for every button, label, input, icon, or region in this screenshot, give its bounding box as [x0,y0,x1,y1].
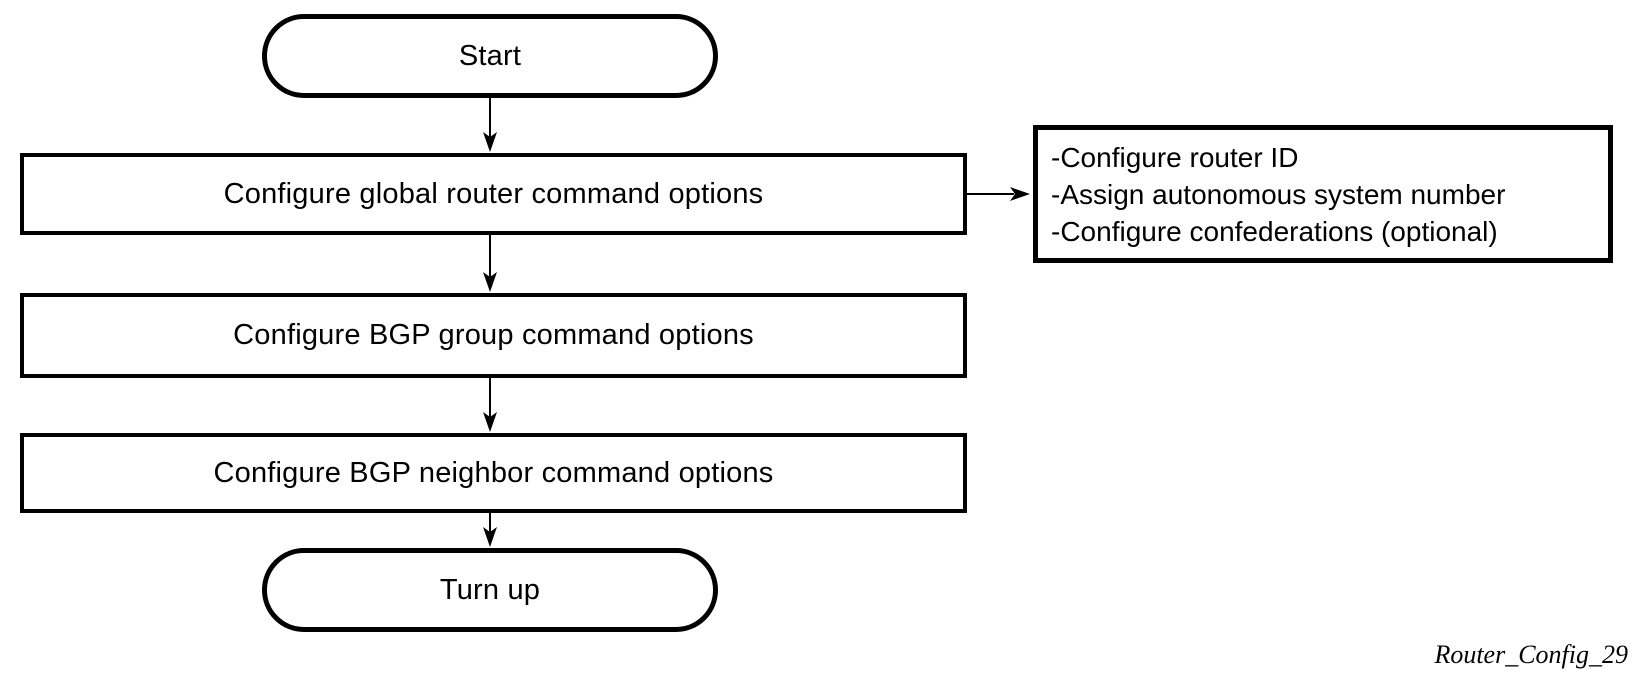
side-note-line: -Configure confederations (optional) [1051,215,1498,247]
process-node-label: Configure BGP neighbor command options [213,456,774,489]
process-node-label: Configure BGP group command options [233,319,754,351]
process-node-bgp-neighbor-options: Configure BGP neighbor command options [20,433,967,513]
process-node-label: Configure global router command options [223,177,764,210]
start-terminator-node: Start [262,14,718,98]
figure-id-label: Router_Config_29 [1434,640,1628,669]
side-note-line: -Assign autonomous system number [1051,178,1506,210]
process-node-bgp-group-options: Configure BGP group command options [20,293,967,378]
arrow-step3-to-end [483,513,497,547]
side-note-box: -Configure router ID -Assign autonomous … [1033,125,1613,263]
end-node-label: Turn up [439,573,541,606]
arrow-step2-to-step3 [483,378,497,432]
start-node-label: Start [458,39,522,72]
arrow-step1-to-step2 [483,235,497,292]
side-note-line: -Configure router ID [1051,141,1299,173]
process-node-global-router-options: Configure global router command options [20,153,967,235]
arrow-step1-to-side-note [967,187,1030,201]
arrow-start-to-step1 [483,98,497,152]
end-terminator-node: Turn up [262,548,718,632]
